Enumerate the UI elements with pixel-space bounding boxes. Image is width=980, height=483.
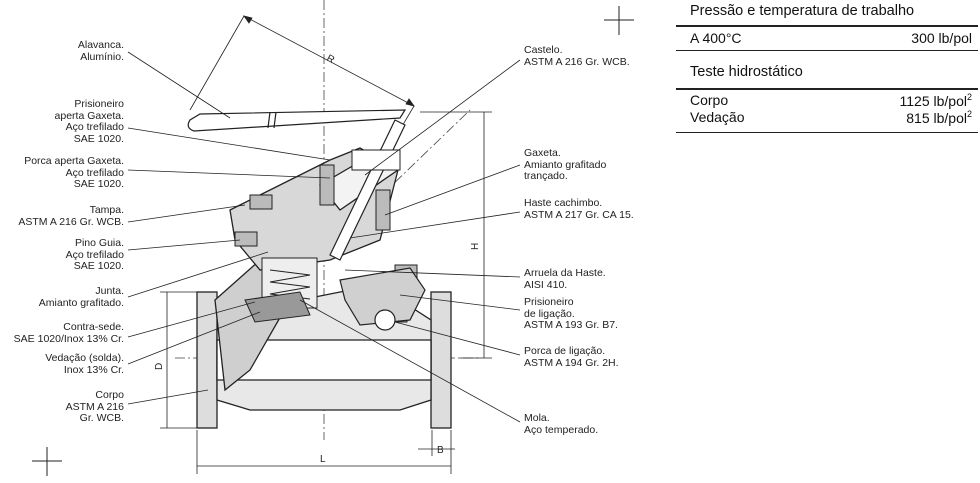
dim-R-label: R [325, 53, 337, 66]
row-vedacao-label: Vedação [690, 109, 745, 125]
registration-mark-bottom [32, 447, 62, 476]
table-rule-1 [676, 25, 978, 27]
label-castelo: Castelo. ASTM A 216 Gr. WCB. [524, 44, 630, 68]
label-prisioneiro-ligacao: Prisioneiro de ligação. ASTM A 193 Gr. B… [524, 296, 618, 331]
row-vedacao-sup: 2 [966, 109, 972, 119]
table-title-pressure: Pressão e temperatura de trabalho [690, 3, 915, 19]
label-gaxeta: Gaxeta. Amianto grafitado trançado. [524, 147, 607, 182]
dimension-L [196, 430, 452, 474]
label-prisioneiro-gaxeta: Prisioneiro aperta Gaxeta. Aço trefilado… [54, 98, 124, 145]
dim-L-label: L [320, 454, 326, 465]
table-rule-4 [676, 132, 978, 133]
label-pino-guia: Pino Guia. Aço trefilado SAE 1020. [65, 237, 124, 272]
bonnet-flange-right [339, 267, 426, 331]
label-contra-sede: Contra-sede. SAE 1020/Inox 13% Cr. [13, 321, 124, 345]
table-title-hydro: Teste hidrostático [690, 64, 803, 80]
row-corpo-value: 1125 lb/pol [899, 93, 967, 109]
row-vedacao-value-wrap: 815 lb/pol2 [906, 109, 972, 126]
table-rule-3 [676, 88, 978, 90]
row-corpo-sup: 2 [966, 92, 972, 102]
row-vedacao-value: 815 lb/pol [906, 110, 967, 126]
label-corpo: Corpo ASTM A 216 Gr. WCB. [65, 389, 124, 424]
label-porca-gaxeta: Porca aperta Gaxeta. Aço trefilado SAE 1… [24, 155, 124, 190]
table-row-corpo: Corpo 1125 lb/pol2 [690, 92, 972, 109]
row-corpo-label: Corpo [690, 92, 729, 108]
label-arruela: Arruela da Haste. AISI 410. [524, 267, 606, 291]
lever [187, 109, 407, 132]
leader-lines [127, 51, 521, 423]
row-temp-label: A 400°C [690, 30, 742, 46]
dim-B-label: B [437, 445, 444, 456]
dimension-B [418, 430, 455, 456]
label-tampa: Tampa. ASTM A 216 Gr. WCB. [18, 204, 124, 228]
row-temp-value: 300 lb/pol [911, 30, 972, 46]
label-vedacao-solda: Vedação (solda). Inox 13% Cr. [45, 352, 124, 376]
label-porca-ligacao: Porca de ligação. ASTM A 194 Gr. 2H. [524, 345, 619, 369]
label-junta: Junta. Amianto grafitado. [38, 285, 124, 309]
label-alavanca: Alavanca. Alumínio. [77, 39, 124, 63]
label-haste: Haste cachimbo. ASTM A 217 Gr. CA 15. [524, 197, 634, 221]
table-rule-2 [676, 50, 978, 51]
table-row-temp: A 400°C 300 lb/pol [690, 30, 972, 46]
label-mola: Mola. Aço temperado. [524, 412, 599, 436]
dimension-R [189, 15, 415, 151]
row-corpo-value-wrap: 1125 lb/pol2 [900, 92, 972, 109]
disc-spring [244, 257, 318, 323]
dim-H-label: H [470, 243, 481, 250]
dim-D-label: D [154, 363, 165, 370]
table-row-vedacao: Vedação 815 lb/pol2 [690, 109, 972, 126]
registration-mark-top [604, 6, 634, 35]
dimension-H [420, 111, 492, 359]
